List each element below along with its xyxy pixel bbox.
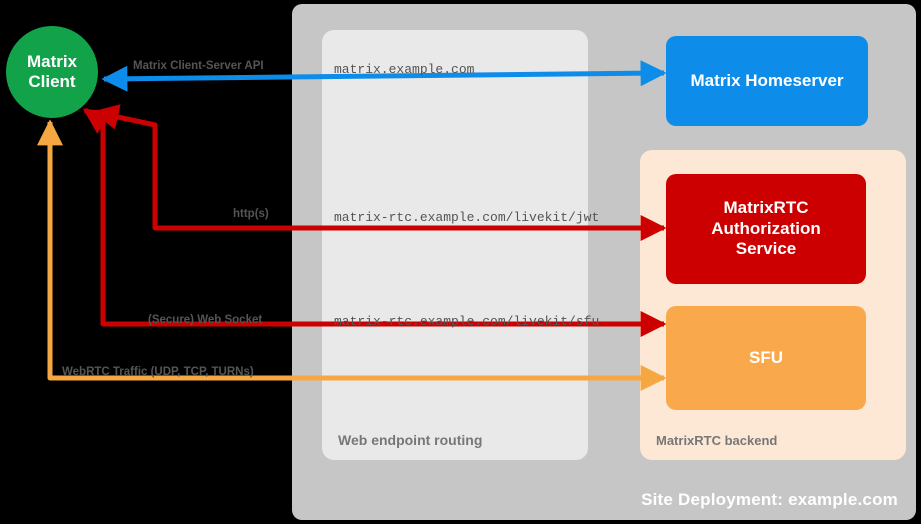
site-deployment-label: Site Deployment: example.com bbox=[641, 490, 898, 509]
matrix-client-label-line2: Client bbox=[28, 72, 76, 91]
endpoint-label-matrix: matrix.example.com bbox=[334, 62, 475, 77]
node-matrix-client[interactable]: Matrix Client bbox=[6, 26, 98, 118]
edge-label-web-socket: (Secure) Web Socket bbox=[148, 314, 263, 326]
endpoint-label-sfu: matrix-rtc.example.com/livekit/sfu bbox=[334, 314, 600, 329]
edge-label-client-server-api: Matrix Client-Server API bbox=[133, 60, 264, 72]
matrix-homeserver-label: Matrix Homeserver bbox=[690, 70, 844, 90]
edge-label-webrtc-traffic: WebRTC Traffic (UDP, TCP, TURNs) bbox=[62, 366, 254, 378]
matrixrtc-backend-label: MatrixRTC backend bbox=[656, 433, 778, 448]
node-sfu[interactable]: SFU bbox=[666, 306, 866, 410]
matrix-client-label-line1: Matrix bbox=[26, 51, 78, 71]
auth-service-label-line1: MatrixRTC bbox=[723, 198, 809, 218]
sfu-label: SFU bbox=[749, 347, 783, 367]
edge-label-https: http(s) bbox=[233, 208, 269, 220]
endpoint-label-jwt: matrix-rtc.example.com/livekit/jwt bbox=[334, 210, 600, 225]
node-matrix-homeserver[interactable]: Matrix Homeserver bbox=[666, 36, 868, 126]
container-web-endpoint-routing: Web endpoint routing bbox=[322, 30, 588, 460]
node-matrixrtc-authorization-service[interactable]: MatrixRTC Authorization Service bbox=[666, 174, 866, 284]
auth-service-label-line3: Service bbox=[735, 239, 797, 259]
auth-service-label-line2: Authorization bbox=[711, 218, 821, 238]
web-endpoint-routing-label: Web endpoint routing bbox=[338, 432, 483, 448]
